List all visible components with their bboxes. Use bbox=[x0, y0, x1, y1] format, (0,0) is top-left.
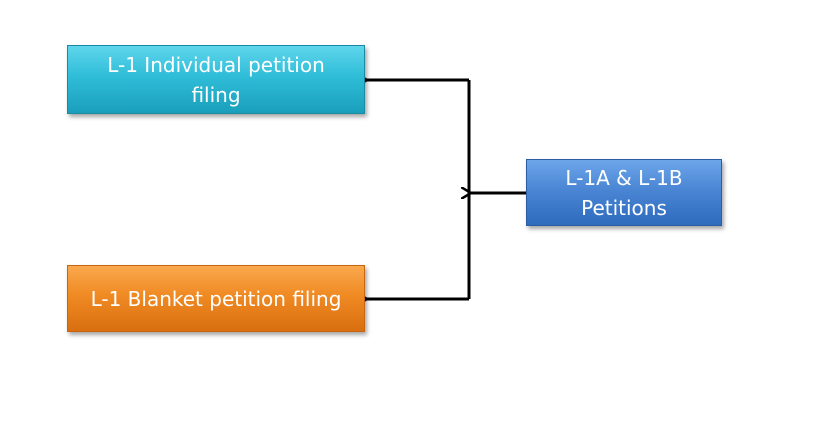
node-l1a-l1b-petitions: L-1A & L-1B Petitions bbox=[526, 159, 722, 226]
node-blanket-petition: L-1 Blanket petition filing bbox=[67, 265, 365, 332]
node-individual-petition: L-1 Individual petition filing bbox=[67, 45, 365, 114]
node-individual-label: L-1 Individual petition filing bbox=[107, 52, 325, 107]
node-source-label: L-1A & L-1B Petitions bbox=[565, 165, 683, 220]
node-blanket-label: L-1 Blanket petition filing bbox=[90, 286, 342, 311]
